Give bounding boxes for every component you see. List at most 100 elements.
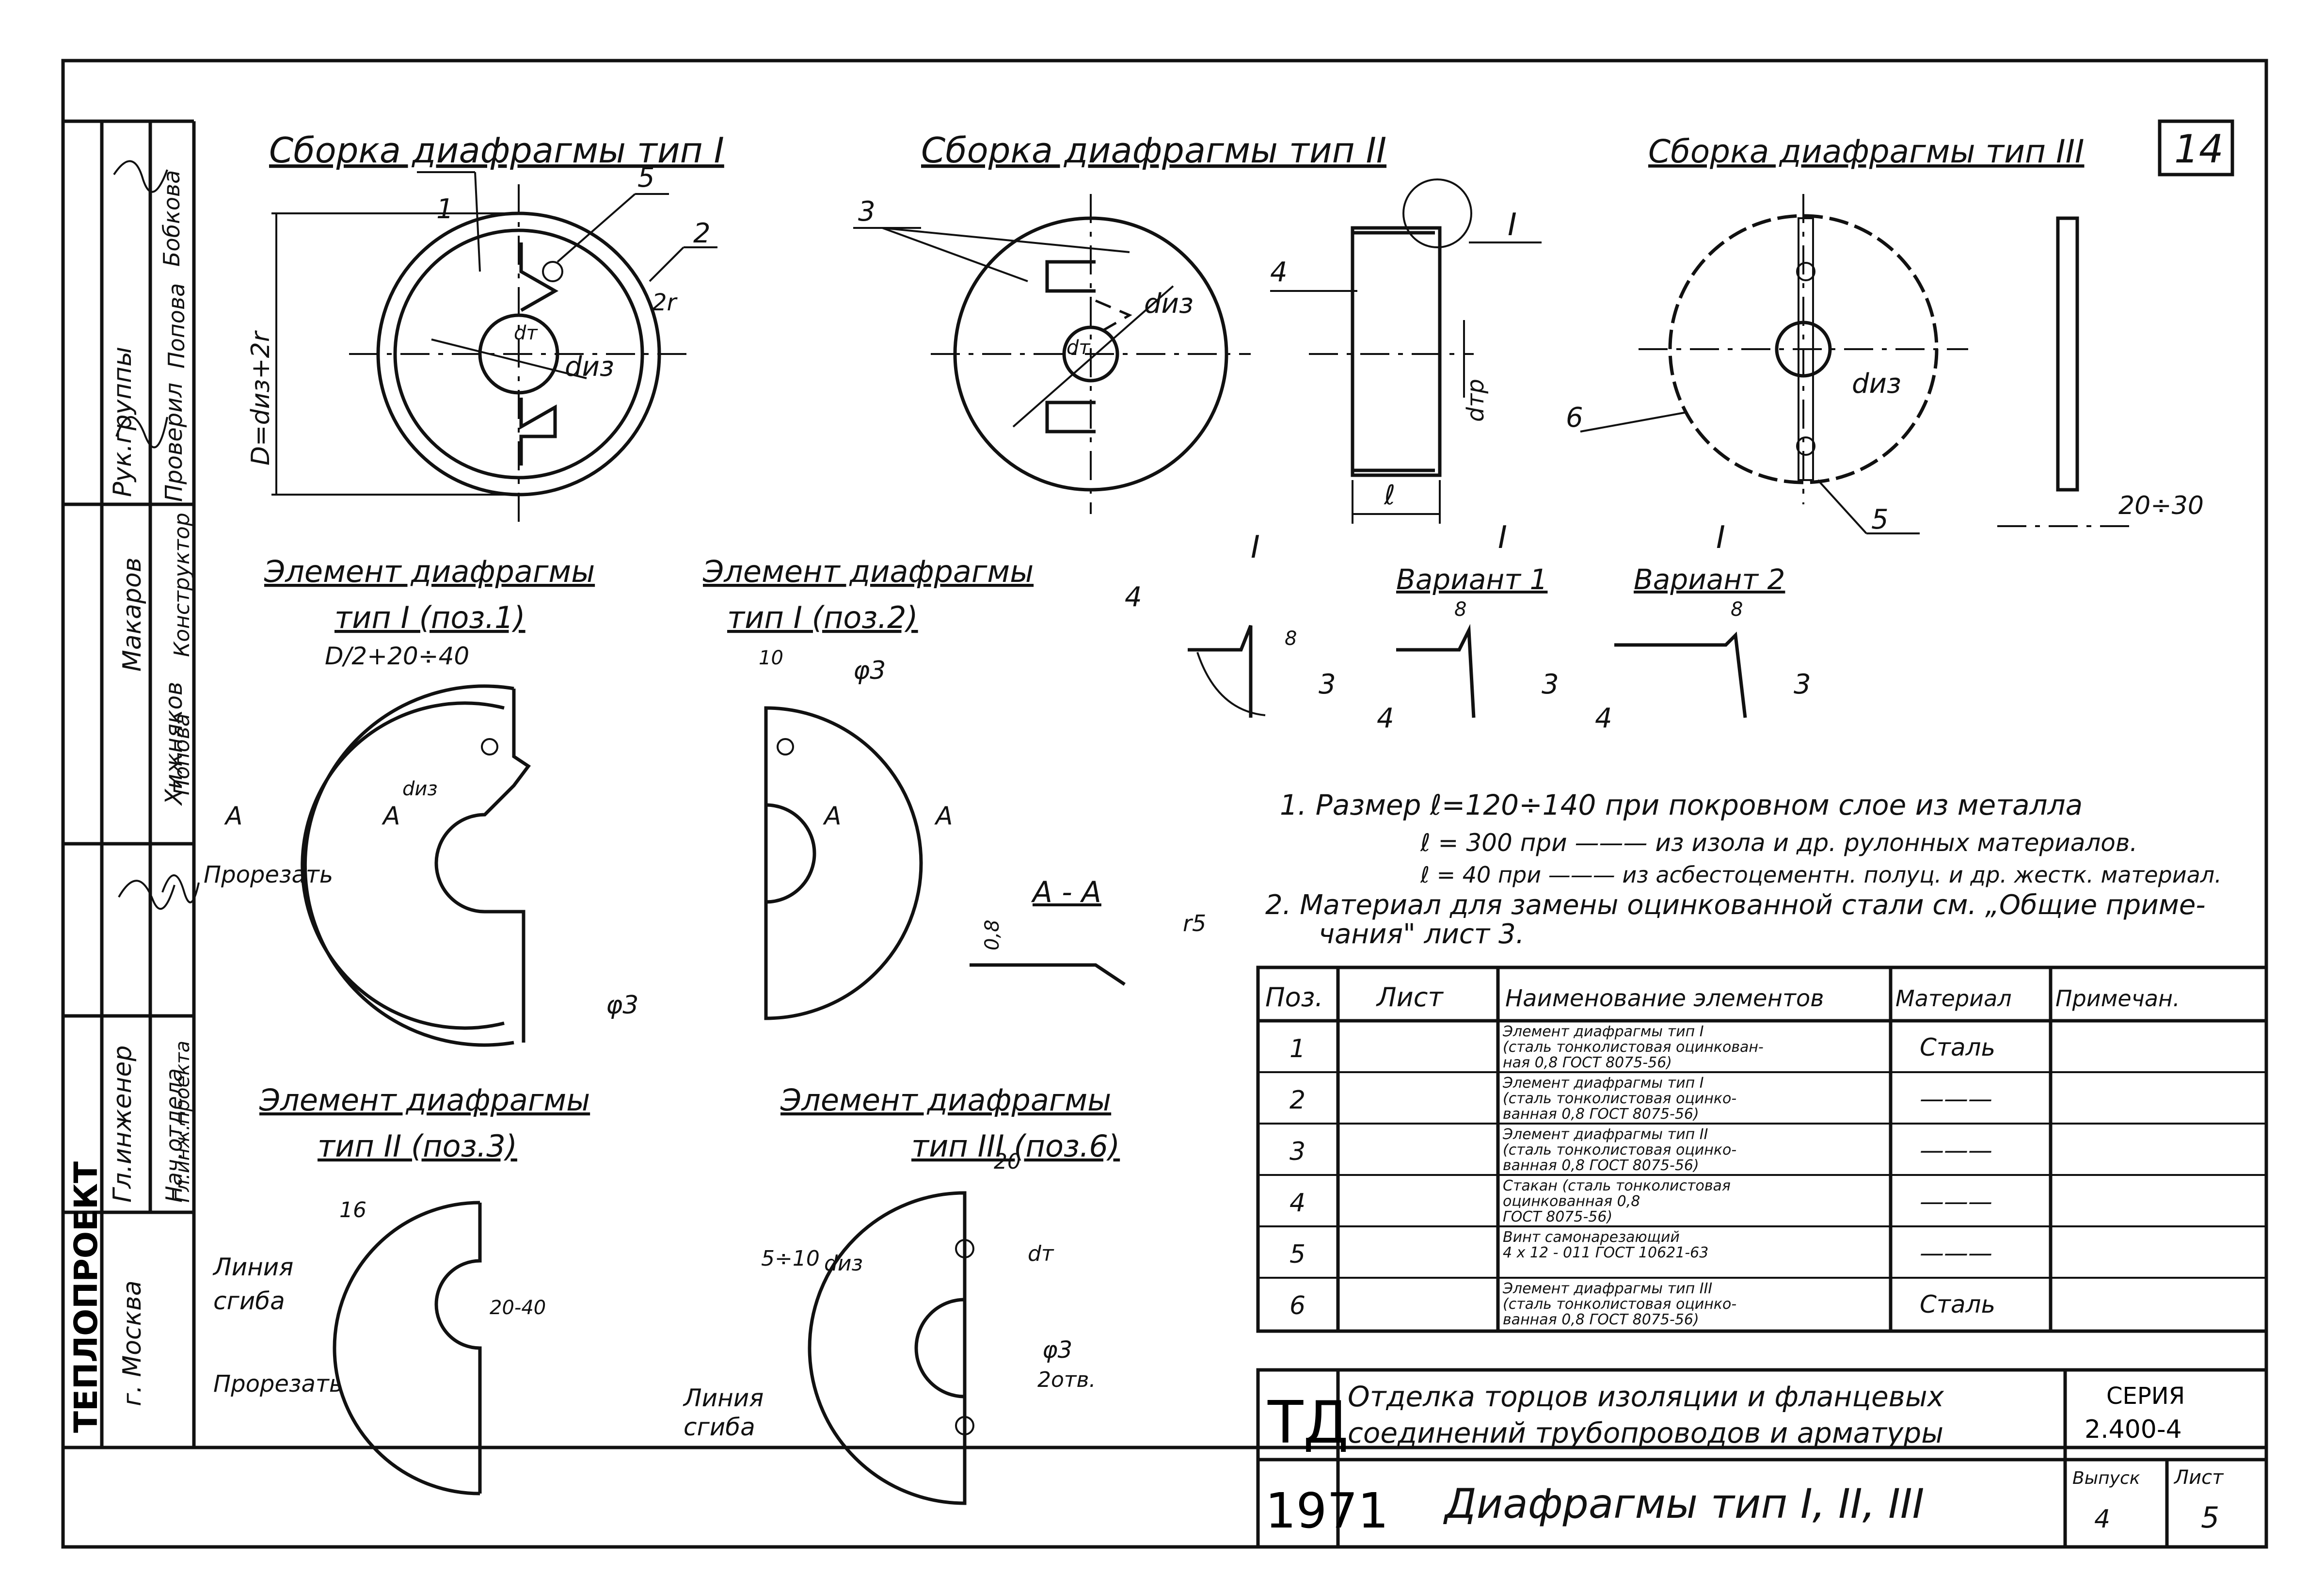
svg-text:20: 20	[994, 1149, 1021, 1174]
tb-sheet-label: Лист	[2173, 1466, 2224, 1489]
sheet-number-box	[2158, 119, 2234, 177]
table-row-pos: 2	[1289, 1086, 1305, 1115]
svg-text:Элемент диафрагмы: Элемент диафрагмы	[259, 1082, 590, 1118]
svg-text:dиз: dиз	[1144, 288, 1194, 320]
table-row-name: ванная 0,8 ГОСТ 8075-56)	[1503, 1157, 1699, 1174]
svg-text:D/2+20÷40: D/2+20÷40	[325, 642, 469, 670]
title-block: ТД 1971 Отделка торцов изоляции и фланце…	[1256, 1368, 2268, 1549]
table-row-material: ———	[1920, 1085, 1992, 1113]
note-1: 1. Размер ℓ=120÷140 при покровном слое и…	[1280, 788, 2083, 821]
th-material: Материал	[1895, 985, 2012, 1012]
table-row-pos: 5	[1289, 1240, 1305, 1269]
svg-text:16: 16	[339, 1198, 366, 1222]
table-row-pos: 4	[1289, 1189, 1305, 1218]
table-row-name: оцинкованная 0,8	[1503, 1193, 1640, 1210]
type1-title: Сборка диафрагмы тип I	[269, 130, 724, 171]
tb-subject-2: соединений трубопроводов и арматуры	[1348, 1416, 1943, 1449]
svg-text:Элемент диафрагмы: Элемент диафрагмы	[264, 554, 595, 589]
note-2: ℓ = 300 при ——— из изола и др. рулонных …	[1420, 829, 2137, 857]
table-row-material: ———	[1920, 1136, 1992, 1164]
table-row-name: (сталь тонколистовая оцинко-	[1503, 1142, 1736, 1158]
svg-text:А: А	[224, 802, 243, 831]
svg-text:dт: dт	[514, 322, 538, 344]
svg-text:8: 8	[1731, 598, 1743, 621]
table-row-pos: 3	[1289, 1137, 1305, 1166]
assembly-type-3: Сборка диафрагмы тип III dиз 6 5 20÷30	[1566, 133, 2204, 535]
svg-text:20÷30: 20÷30	[2118, 491, 2204, 520]
sheet-frame	[61, 59, 2268, 1549]
stamp-role-5: Конструктор	[170, 513, 194, 657]
table-row-pos: 6	[1289, 1291, 1305, 1320]
svg-text:20-40: 20-40	[490, 1297, 546, 1319]
svg-text:Вариант 1: Вариант 1	[1396, 563, 1547, 596]
signature-4	[161, 874, 200, 903]
svg-text:Элемент диафрагмы: Элемент диафрагмы	[702, 554, 1034, 589]
svg-text:5÷10: 5÷10	[761, 1246, 820, 1271]
tb-series: 2.400-4	[2085, 1415, 2182, 1444]
stamp-name-1: Макаров	[118, 558, 147, 672]
tb-subject-1: Отделка торцов изоляции и фланцевых	[1348, 1380, 1944, 1413]
svg-text:3: 3	[1319, 669, 1336, 700]
stamp-role-6: Гл.инж.проекта	[172, 1041, 194, 1203]
th-name: Наименование элементов	[1505, 985, 1824, 1012]
table-row-name: (сталь тонколистовая оцинко-	[1503, 1090, 1736, 1107]
note-5: чания" лист 3.	[1319, 918, 1524, 950]
element-pos1: Элемент диафрагмы тип I (поз.1) D/2+20÷4…	[204, 554, 638, 1047]
svg-text:φ3: φ3	[606, 991, 638, 1020]
svg-text:тип I (поз.1): тип I (поз.1)	[334, 600, 525, 635]
element-pos3: Элемент диафрагмы тип II (поз.3) 16 Лини…	[212, 1082, 590, 1496]
svg-text:А: А	[823, 802, 842, 831]
svg-text:φ3: φ3	[1042, 1336, 1072, 1364]
svg-text:10: 10	[759, 647, 783, 669]
svg-text:0,8: 0,8	[981, 919, 1003, 950]
assembly-type-1: Сборка диафрагмы тип I D=dиз+2r dиз dт 2…	[246, 130, 724, 524]
stamp-name-4: Попова	[170, 713, 194, 795]
svg-text:тип III (поз.6): тип III (поз.6)	[911, 1128, 1120, 1164]
stamp-org: ТЕПЛОПРОЕКТ	[67, 1161, 105, 1433]
table-row-name: ная 0,8 ГОСТ 8075-56)	[1503, 1054, 1672, 1071]
svg-text:2r: 2r	[652, 289, 678, 316]
stamp-name-2: Хижняков	[160, 682, 188, 806]
stamp-name-5: Бобкова	[159, 170, 185, 267]
svg-text:тип I (поз.2): тип I (поз.2)	[727, 600, 918, 635]
table-row-name: ГОСТ 8075-56)	[1503, 1208, 1612, 1225]
signature-2	[115, 416, 168, 449]
svg-text:сгиба: сгиба	[213, 1287, 285, 1315]
tb-sheet: 5	[2201, 1501, 2219, 1535]
th-sheet: Лист	[1376, 982, 1444, 1013]
table-row-name: Элемент диафрагмы тип I	[1502, 1023, 1704, 1040]
detail-views-I: I I I Вариант 1 Вариант 2 4 3 8 4 3 8 4 …	[1125, 520, 1811, 734]
th-pos: Поз.	[1265, 982, 1323, 1013]
tb-issue: 4	[2094, 1505, 2110, 1534]
svg-text:2отв.: 2отв.	[1037, 1367, 1096, 1392]
svg-text:dиз: dиз	[1852, 368, 1901, 400]
svg-text:А: А	[934, 802, 953, 831]
table-row-name: Винт самонарезающий	[1503, 1229, 1680, 1246]
svg-text:тип II (поз.3): тип II (поз.3)	[318, 1128, 517, 1164]
type2-title: Сборка диафрагмы тип II	[921, 130, 1386, 171]
svg-text:dиз: dиз	[565, 351, 614, 383]
svg-text:φ3: φ3	[853, 656, 886, 685]
table-row-pos: 1	[1289, 1034, 1305, 1063]
svg-text:3: 3	[1542, 669, 1559, 700]
svg-text:I: I	[1716, 520, 1725, 556]
svg-text:ℓ: ℓ	[1384, 480, 1395, 511]
table-row-name: (сталь тонколистовая оцинко-	[1503, 1296, 1736, 1313]
note-4: 2. Материал для замены оцинкованной стал…	[1265, 889, 2206, 921]
signature-3	[118, 880, 175, 910]
sheet-number: 14	[2174, 127, 2224, 172]
svg-text:Элемент диафрагмы: Элемент диафрагмы	[780, 1082, 1111, 1118]
svg-text:А: А	[382, 802, 400, 831]
stamp-role-4: Нач.отдела	[161, 1068, 187, 1203]
svg-text:Прорезать: Прорезать	[213, 1370, 343, 1398]
stamp-name-3: Попова	[163, 283, 190, 369]
note-3: ℓ = 40 при ——— из асбестоцементн. полуц.…	[1420, 862, 2222, 888]
table-row-name: (сталь тонколистовая оцинкован-	[1503, 1039, 1764, 1056]
svg-text:dт: dт	[1066, 337, 1091, 359]
svg-text:5: 5	[637, 162, 655, 193]
table-row-material: ———	[1920, 1239, 1992, 1267]
svg-text:dиз: dиз	[402, 778, 438, 800]
svg-text:8: 8	[1454, 598, 1466, 621]
element-pos6: Элемент диафрагмы тип III (поз.6) 20 5÷1…	[683, 1082, 1120, 1505]
svg-text:1: 1	[436, 193, 454, 225]
